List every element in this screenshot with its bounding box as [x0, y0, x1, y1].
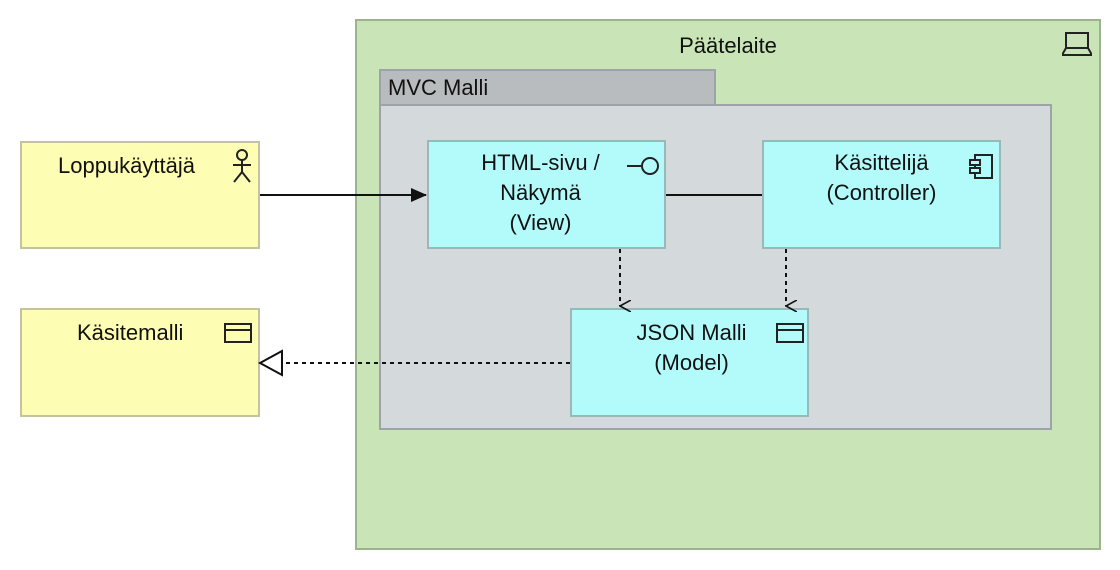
- concept-label: Käsitemalli: [77, 320, 184, 345]
- actor-label: Loppukäyttäjä: [58, 153, 195, 178]
- controller-label-line1: Käsittelijä: [834, 150, 929, 175]
- model-node[interactable]: JSON Malli (Model): [570, 308, 809, 417]
- mvc-package-tab: MVC Malli: [379, 69, 716, 106]
- device-label: Päätelaite: [679, 33, 777, 58]
- view-label-line1: HTML-sivu /: [481, 150, 600, 175]
- device-icon: [1062, 32, 1092, 56]
- actor-node[interactable]: Loppukäyttäjä: [20, 141, 260, 249]
- view-label-line2: Näkymä: [500, 180, 581, 205]
- view-label-line3: (View): [509, 210, 572, 235]
- data-object-icon: [776, 323, 804, 343]
- interface-icon: [627, 157, 659, 175]
- business-object-icon: [224, 323, 252, 343]
- model-label-line2: (Model): [654, 350, 729, 375]
- mvc-package-label: MVC Malli: [388, 75, 489, 100]
- realization-arrowhead: [257, 349, 283, 377]
- concept-node[interactable]: Käsitemalli: [20, 308, 260, 417]
- view-node[interactable]: HTML-sivu / Näkymä (View): [427, 140, 666, 249]
- actor-icon: [233, 149, 251, 183]
- controller-label-line2: (Controller): [826, 180, 937, 205]
- model-label-line1: JSON Malli: [636, 320, 747, 345]
- component-icon: [969, 154, 993, 179]
- controller-node[interactable]: Käsittelijä (Controller): [762, 140, 1001, 249]
